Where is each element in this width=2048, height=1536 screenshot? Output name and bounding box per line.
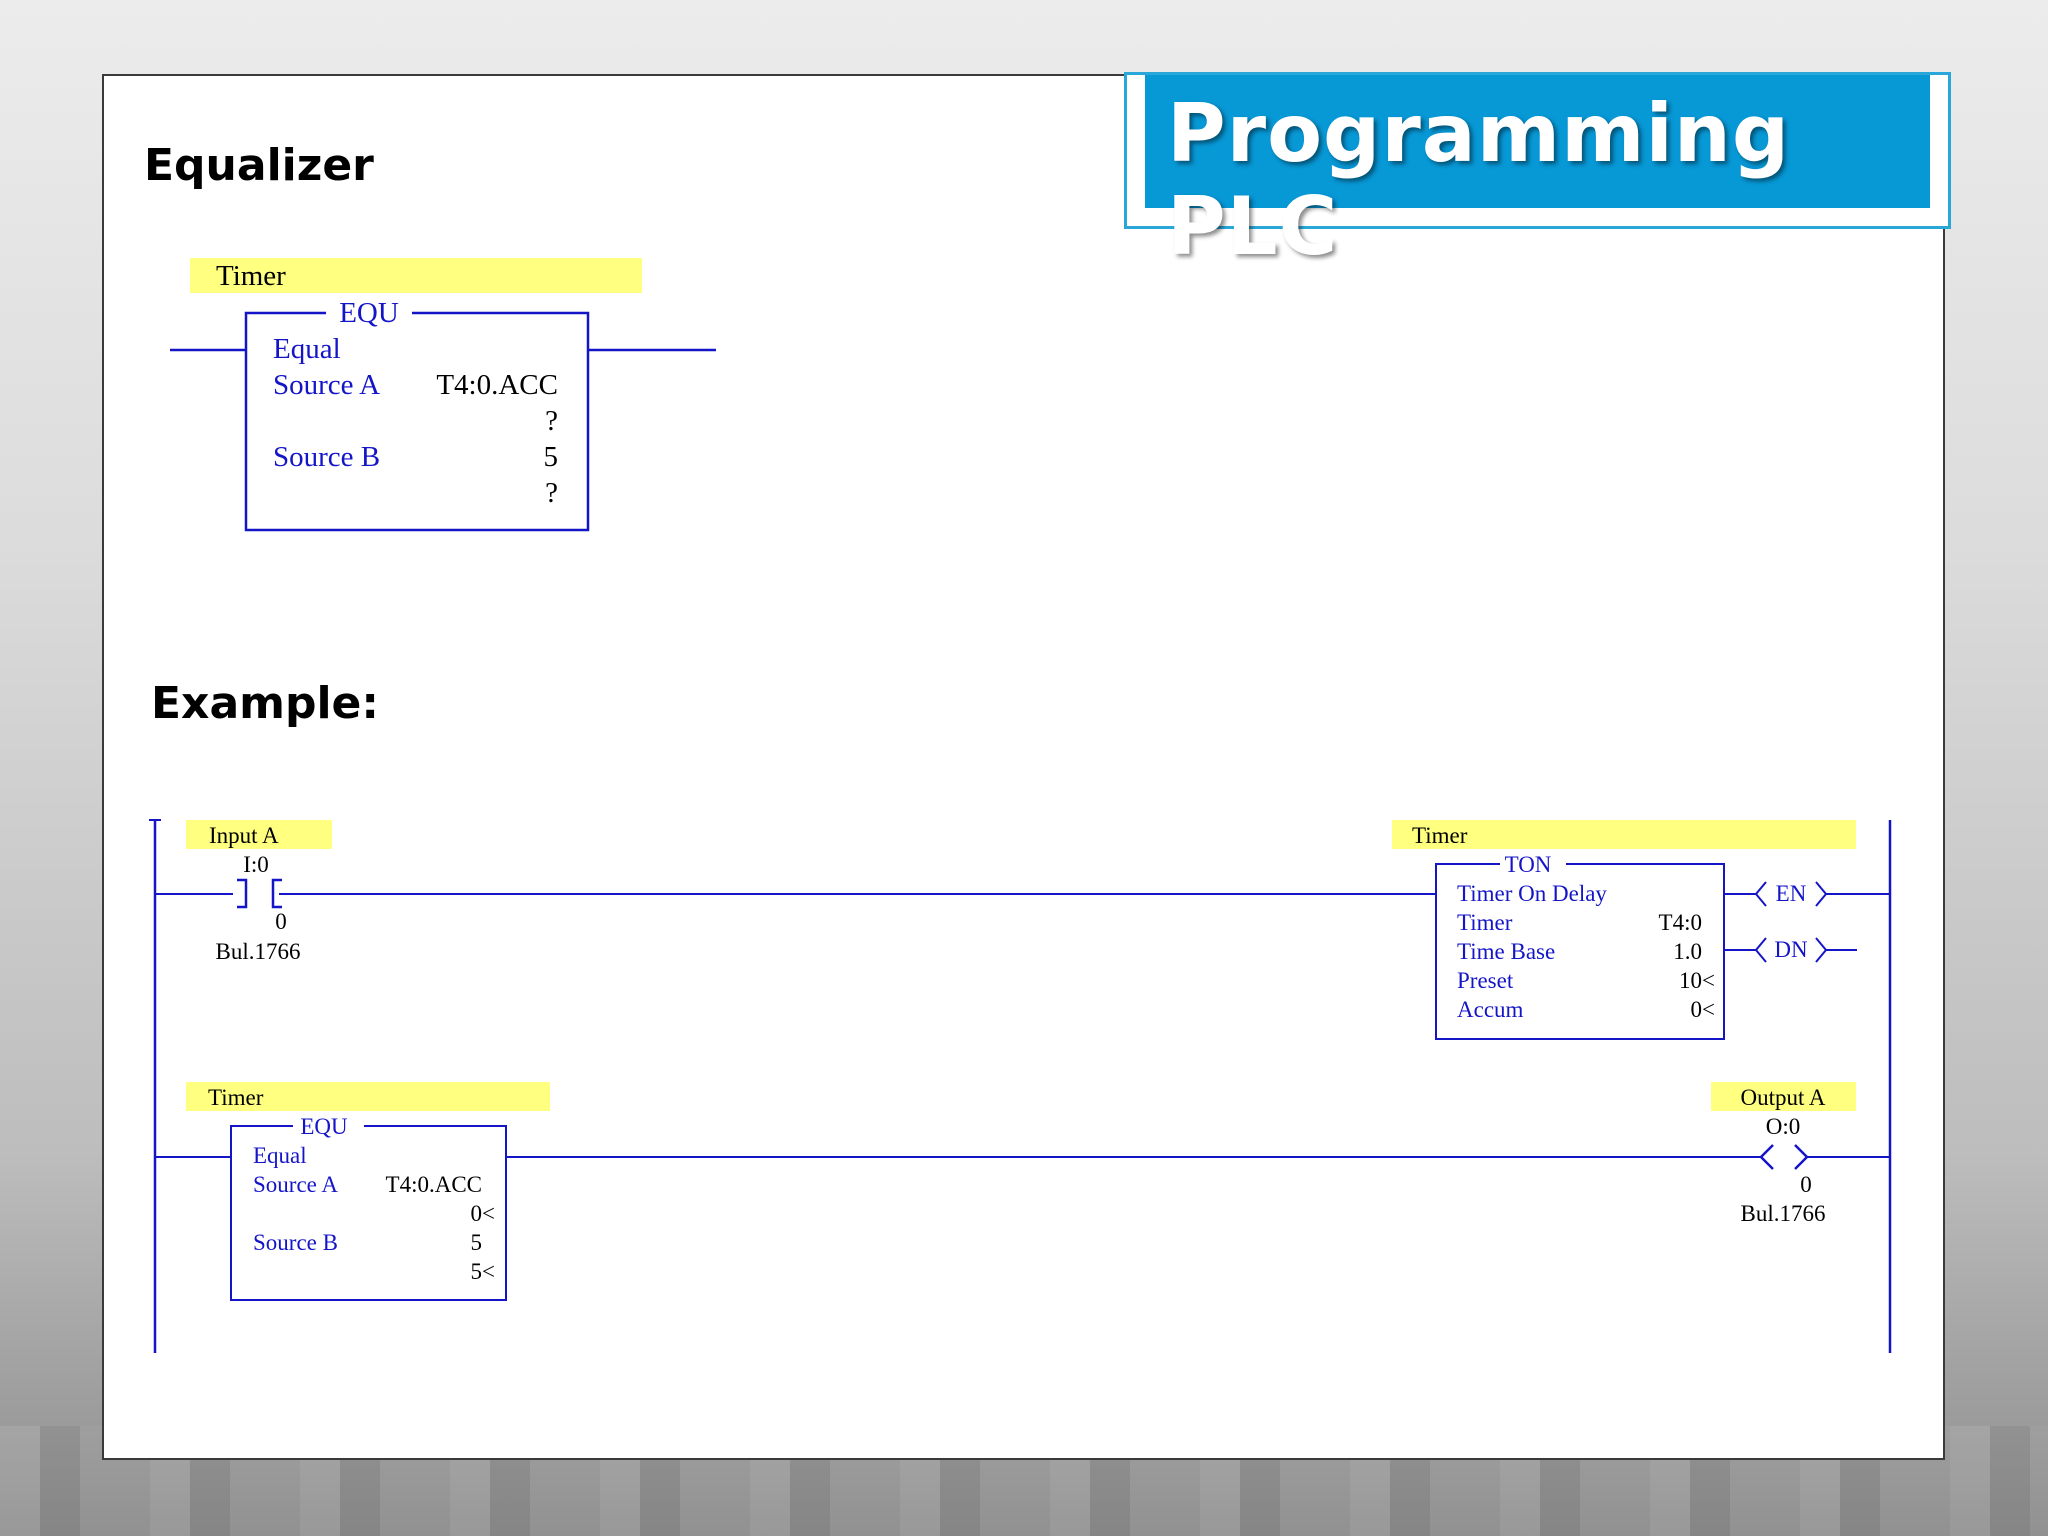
ton-description: Timer On Delay (1457, 881, 1607, 906)
source-b-label: Source B (273, 441, 380, 473)
source-b-value: 5 (471, 1230, 483, 1255)
en-right-paren (1815, 881, 1828, 907)
equ-description: Equal (273, 333, 341, 365)
tag-highlight (186, 1082, 550, 1111)
source-a-live: ? (545, 405, 558, 437)
ton-box-outline (1435, 863, 1725, 1040)
ton-row-label: Preset (1457, 968, 1514, 993)
contact-tag-label: Input A (209, 823, 279, 848)
ton-row-value: 1.0 (1673, 939, 1702, 964)
source-b-live: 5< (471, 1259, 495, 1284)
tag-highlight (190, 258, 642, 293)
dn-left-paren (1754, 937, 1767, 963)
dn-output: DN (1774, 937, 1808, 962)
source-b-label: Source B (253, 1230, 338, 1255)
equ-box-outline (244, 311, 590, 532)
example-ladder: Input A I:0 0 Bul.1766 Timer TON Timer O… (149, 819, 1892, 1353)
coil-left-paren (1759, 1144, 1774, 1170)
ote-coil: Output A O:0 0 Bul.1766 (1711, 1082, 1856, 1226)
tag-highlight (1392, 820, 1856, 849)
coil-tag-label: Output A (1741, 1085, 1826, 1110)
coil-bit: 0 (1800, 1172, 1812, 1197)
equalizer-block: Timer EQU Equal Source A T4:0.ACC ? Sour… (170, 258, 716, 532)
ton-row-value: T4:0 (1659, 910, 1702, 935)
ton-row-label: Time Base (1457, 939, 1555, 964)
ton-row-label: Timer (1457, 910, 1513, 935)
source-a-label: Source A (253, 1172, 338, 1197)
tag-highlight (186, 820, 332, 849)
equ-mnemonic: EQU (300, 1114, 348, 1139)
ton-mnemonic: TON (1505, 852, 1552, 877)
ton-row-value: 10< (1679, 968, 1715, 993)
ton-row-value: 0< (1691, 997, 1715, 1022)
equ-description: Equal (253, 1143, 307, 1168)
ton-row-label: Accum (1457, 997, 1524, 1022)
xic-contact: Input A I:0 0 Bul.1766 (186, 820, 332, 964)
ton-tag-label: Timer (1412, 823, 1468, 848)
equ-mnemonic: EQU (339, 297, 399, 329)
ton-timer: Timer TON Timer On Delay Timer T4:0 Time… (1392, 820, 1856, 1040)
source-a-label: Source A (273, 369, 380, 401)
source-b-value: 5 (544, 441, 559, 473)
dn-right-paren (1815, 937, 1828, 963)
heading-example: Example: (151, 678, 379, 729)
equ-compare: Timer EQU Equal Source A T4:0.ACC 0< Sou… (186, 1082, 550, 1301)
contact-right-bracket (271, 878, 282, 909)
slide-title: Programming PLC (1167, 87, 1791, 273)
source-a-live: 0< (471, 1201, 495, 1226)
title-box: Programming PLC (1145, 75, 1930, 273)
contact-address: I:0 (243, 852, 269, 877)
contact-device: Bul.1766 (216, 939, 301, 964)
tag-label: Timer (216, 260, 286, 292)
equ-box-outline (230, 1125, 507, 1301)
equ-tag-label: Timer (208, 1085, 264, 1110)
en-left-paren (1754, 881, 1767, 907)
title-frame: Programming PLC (1124, 72, 1951, 273)
contact-bit: 0 (275, 909, 287, 934)
source-a-value: T4:0.ACC (436, 369, 558, 401)
source-a-value: T4:0.ACC (386, 1172, 482, 1197)
en-output: EN (1776, 881, 1807, 906)
coil-address: O:0 (1766, 1114, 1801, 1139)
heading-equalizer: Equalizer (144, 140, 374, 191)
source-b-live: ? (545, 477, 558, 509)
tag-highlight (1711, 1082, 1856, 1111)
coil-device: Bul.1766 (1741, 1201, 1826, 1226)
contact-left-bracket (237, 878, 248, 909)
coil-right-paren (1794, 1144, 1809, 1170)
slide-panel: Programming PLC (102, 72, 1951, 1460)
